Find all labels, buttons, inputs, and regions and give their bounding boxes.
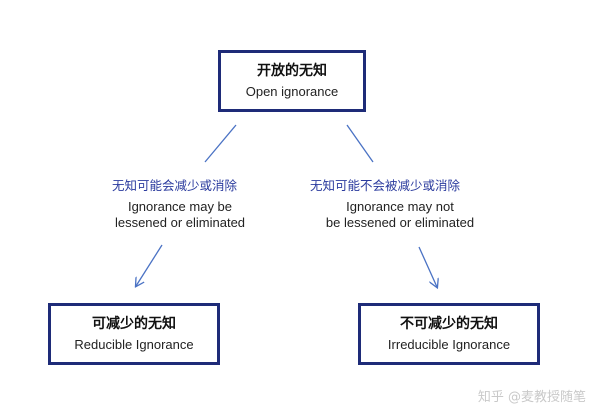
reducible-ignorance-title-zh: 可减少的无知 bbox=[92, 316, 176, 332]
open-ignorance-title-en: Open ignorance bbox=[245, 84, 339, 99]
left-branch-label-en-line1: Ignorance may be bbox=[127, 199, 233, 214]
right-branch-label-en-line2: be lessened or eliminated bbox=[325, 215, 475, 230]
left-arrow bbox=[136, 244, 163, 286]
open-ignorance-title-zh: 开放的无知 bbox=[257, 63, 327, 79]
reducible-ignorance-node: 可减少的无知 Reducible Ignorance bbox=[48, 303, 220, 365]
top-left-connector bbox=[204, 124, 237, 163]
irreducible-ignorance-title-zh: 不可减少的无知 bbox=[400, 316, 498, 332]
left-branch-label-en-line2: lessened or eliminated bbox=[114, 215, 246, 230]
right-arrow bbox=[418, 246, 437, 287]
top-right-connector bbox=[346, 124, 374, 163]
reducible-ignorance-title-en: Reducible Ignorance bbox=[74, 337, 194, 352]
irreducible-ignorance-node: 不可减少的无知 Irreducible Ignorance bbox=[358, 303, 540, 365]
open-ignorance-node: 开放的无知 Open ignorance bbox=[218, 50, 366, 112]
irreducible-ignorance-title-en: Irreducible Ignorance bbox=[387, 337, 511, 352]
left-branch-label-zh: 无知可能会减少或消除 bbox=[112, 178, 238, 193]
right-branch-label-zh: 无知可能不会被减少或消除 bbox=[310, 178, 461, 193]
watermark: 知乎 @麦教授随笔 bbox=[477, 390, 586, 405]
right-branch-label-en-line1: Ignorance may not bbox=[346, 199, 454, 214]
